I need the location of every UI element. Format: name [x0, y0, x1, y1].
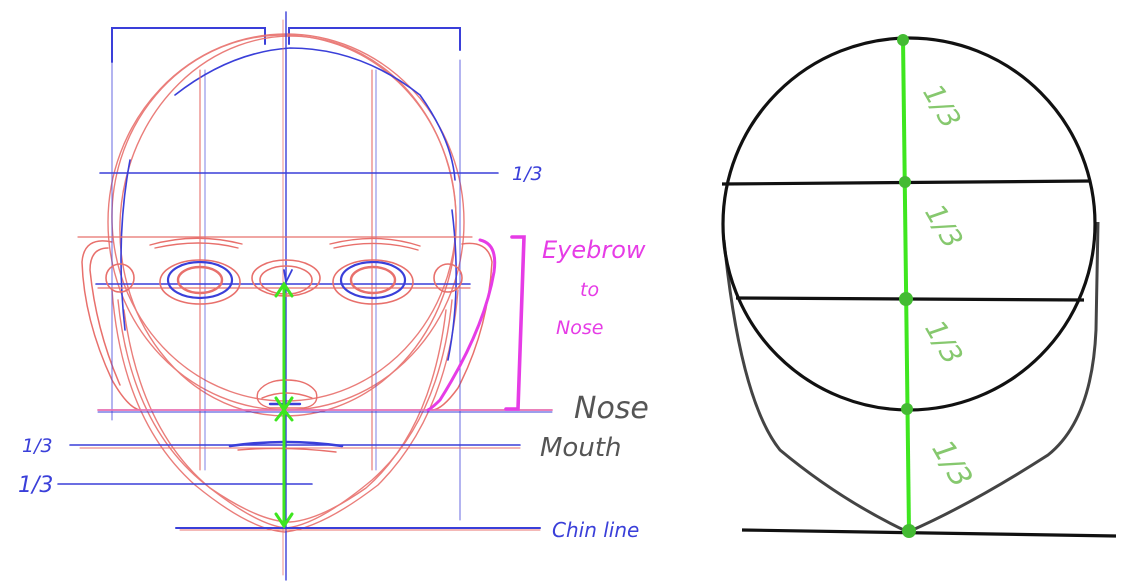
- vertical-guides: [111, 11, 461, 581]
- label-nose-magenta: Nose: [556, 317, 603, 339]
- eyes: [105, 259, 463, 305]
- right-eye: [339, 260, 407, 300]
- label-mouth: Mouth: [540, 433, 622, 463]
- horizontal-guides: [57, 172, 553, 531]
- left-ear: [81, 240, 141, 411]
- green-measure-arrow: [274, 281, 294, 529]
- ear-highlight: [426, 238, 497, 412]
- center-points: [897, 34, 916, 538]
- left-labels: 1/3 Eyebrow to Nose Nose Mouth 1/3 1/3 C…: [18, 163, 649, 542]
- mouth: [228, 440, 344, 448]
- label-nose: Nose: [574, 391, 649, 426]
- head-outline-blue: [120, 47, 457, 361]
- cranium-circle: [721, 36, 1097, 412]
- label-lower-third-b: 1/3: [18, 473, 53, 498]
- right-head-diagram: [721, 34, 1117, 538]
- base-line: [741, 528, 1117, 538]
- label-chin-line: Chin line: [552, 518, 639, 542]
- left-eye: [166, 260, 234, 300]
- label-eyebrow: Eyebrow: [542, 236, 646, 264]
- nose: [256, 379, 318, 409]
- label-third-3: 1/3: [918, 314, 969, 370]
- label-third-2: 1/3: [918, 198, 969, 254]
- label-to: to: [580, 279, 599, 301]
- top-bracket-right: [288, 27, 461, 51]
- label-lower-third-a: 1/3: [22, 435, 53, 457]
- left-face-sketch: [57, 11, 553, 581]
- ears: [81, 240, 493, 411]
- label-third-1: 1/3: [916, 78, 967, 134]
- label-third-4: 1/3: [924, 434, 978, 493]
- label-top-third: 1/3: [512, 163, 543, 185]
- eyebrow-nose-bracket: [426, 235, 526, 412]
- center-line: [901, 37, 911, 533]
- eyebrows: [149, 237, 421, 251]
- jaw-outline: [722, 221, 1100, 534]
- right-labels: 1/3 1/3 1/3 1/3: [916, 78, 979, 493]
- right-ear: [431, 242, 493, 411]
